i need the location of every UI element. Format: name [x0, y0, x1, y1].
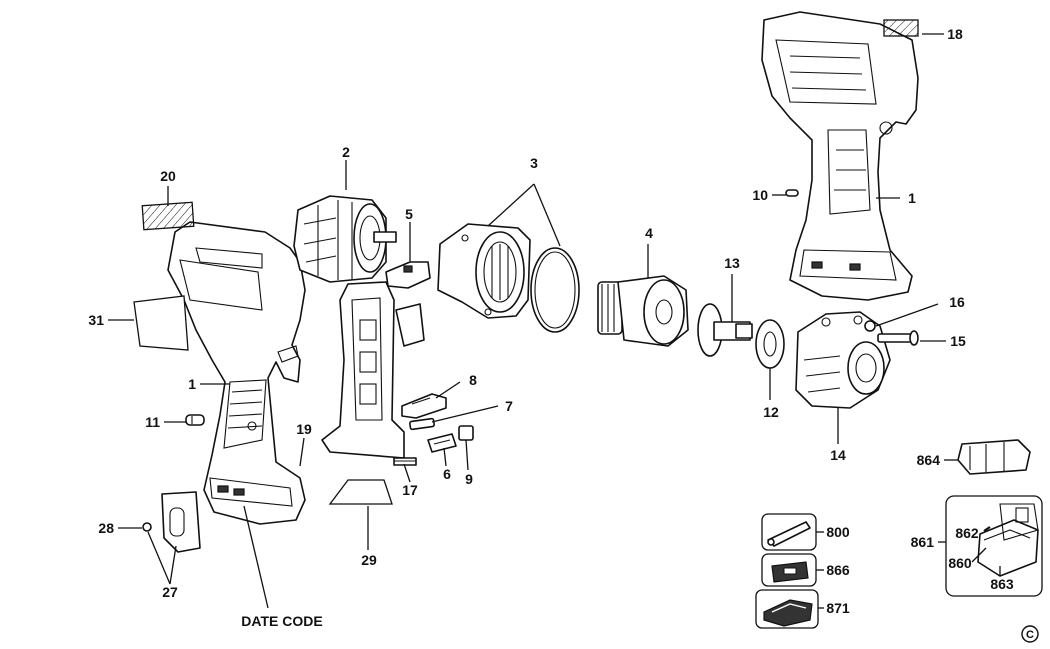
callout-15: 15: [950, 333, 966, 349]
callout-14: 14: [830, 447, 846, 463]
copyright-mark: C: [1021, 625, 1039, 643]
callout-5: 5: [405, 206, 413, 222]
screw-15: [877, 330, 919, 346]
motor-assembly-2: [293, 195, 397, 283]
belt-clip-27: [161, 491, 201, 553]
anvil-13: [697, 303, 753, 357]
callout-860: 860: [948, 555, 972, 571]
callout-4: 4: [645, 225, 653, 241]
leader-lines: [108, 33, 1001, 609]
pin-10: [785, 189, 799, 197]
callout-8: 8: [469, 372, 477, 388]
callout-31: 31: [88, 312, 104, 328]
nose-housing-14: [795, 311, 891, 409]
callout-1b: 1: [908, 190, 916, 206]
callout-863: 863: [990, 576, 1014, 592]
part-7: [409, 417, 435, 431]
washer-12: [755, 319, 785, 369]
impact-mechanism-4: [597, 275, 689, 347]
part-6: [427, 433, 457, 453]
o-ring-3: [530, 247, 580, 333]
callout-862: 862: [955, 525, 979, 541]
part-8: [401, 393, 447, 419]
callout-2: 2: [342, 144, 350, 160]
connector-5: [385, 261, 431, 289]
copyright-letter: C: [1026, 629, 1034, 641]
date-code-label: DATE CODE: [241, 613, 322, 629]
callout-27: 27: [162, 584, 178, 600]
frame-871: [755, 589, 819, 629]
callout-864: 864: [917, 452, 941, 468]
callout-6: 6: [443, 466, 451, 482]
housing-left-half: [167, 221, 306, 525]
callout-871: 871: [826, 600, 850, 616]
callout-12: 12: [763, 404, 779, 420]
switch-frame-19: [321, 281, 425, 459]
callout-11: 11: [145, 414, 160, 430]
screw-11: [185, 414, 205, 426]
callout-29: 29: [361, 552, 377, 568]
callout-28: 28: [98, 520, 114, 536]
callout-19: 19: [296, 421, 312, 437]
housing-right-half: [761, 11, 919, 301]
battery-866: [771, 561, 809, 583]
washer-16: [864, 320, 876, 332]
callout-13: 13: [724, 255, 740, 271]
callout-17: 17: [402, 482, 418, 498]
insert-tray-864: [957, 439, 1031, 475]
callout-866: 866: [826, 562, 850, 578]
label-sheet-29: [328, 479, 393, 505]
callout-16: 16: [949, 294, 965, 310]
callout-1: 1: [188, 376, 196, 392]
callout-9: 9: [465, 471, 473, 487]
gear-case-3: [437, 223, 531, 319]
part-9: [458, 425, 474, 441]
part-862: [983, 526, 991, 532]
part-17: [393, 457, 417, 466]
label-sheet-31: [133, 295, 189, 351]
callout-18: 18: [947, 26, 963, 42]
callout-861: 861: [911, 534, 935, 550]
screw-28: [142, 522, 152, 532]
kit-box-860: [977, 503, 1039, 577]
kit-box-frame-861: [945, 495, 1043, 597]
bit-holder-800: [767, 521, 811, 547]
callout-7: 7: [505, 398, 513, 414]
charger-871: [763, 599, 813, 627]
callout-10: 10: [752, 187, 768, 203]
callout-20: 20: [160, 168, 176, 184]
label-sheet-18: [883, 19, 919, 37]
callout-800: 800: [826, 524, 850, 540]
label-sheet-20: [141, 201, 195, 231]
callout-3: 3: [530, 155, 538, 171]
